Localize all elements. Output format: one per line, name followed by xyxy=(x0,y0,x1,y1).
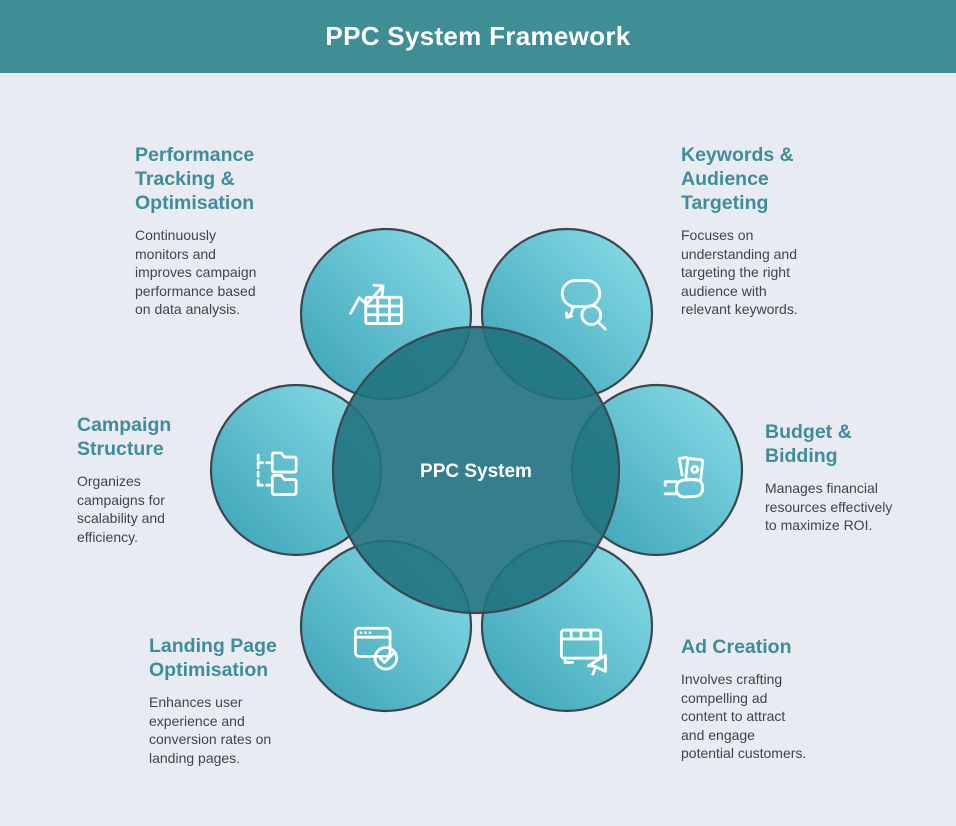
node-keywords-audience: Keywords & Audience Targeting Focuses on… xyxy=(681,143,856,319)
node-budget-bidding: Budget & Bidding Manages financial resou… xyxy=(765,420,930,535)
node-heading: Ad Creation xyxy=(681,636,792,658)
header-bar: PPC System Framework xyxy=(0,0,956,73)
node-heading: Budget & Bidding xyxy=(765,421,852,467)
node-landing-page: Landing Page Optimisation Enhances user … xyxy=(149,634,324,767)
center-circle-label: PPC System xyxy=(420,461,532,482)
node-campaign-structure: Campaign Structure Organizes campaigns f… xyxy=(77,413,237,546)
node-description: Organizes campaigns for scalability and … xyxy=(77,473,165,545)
page-title: PPC System Framework xyxy=(325,21,631,51)
node-heading: Landing Page Optimisation xyxy=(149,635,277,681)
node-performance-tracking: Performance Tracking & Optimisation Cont… xyxy=(135,143,310,319)
node-description: Continuously monitors and improves campa… xyxy=(135,227,257,317)
circle-ppc-system-center xyxy=(331,325,621,615)
node-heading: Performance Tracking & Optimisation xyxy=(135,144,255,214)
node-description: Enhances user experience and conversion … xyxy=(149,694,272,766)
node-description: Involves crafting compelling ad content … xyxy=(681,671,807,761)
node-heading: Campaign Structure xyxy=(77,414,172,460)
node-ad-creation: Ad Creation Involves crafting compelling… xyxy=(681,635,846,763)
node-description: Manages financial resources effectively … xyxy=(765,480,893,533)
node-description: Focuses on understanding and targeting t… xyxy=(681,227,798,317)
node-heading: Keywords & Audience Targeting xyxy=(681,144,794,214)
